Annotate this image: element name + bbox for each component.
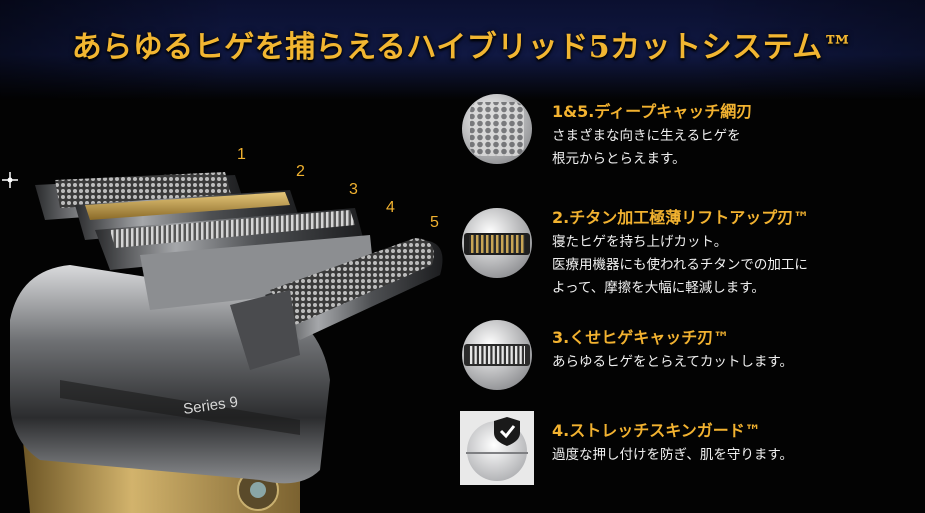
titanium-lift-blade-icon xyxy=(460,206,534,280)
feature-desc-kuse-catch: あらゆるヒゲをとらえてカットします。 xyxy=(552,351,793,374)
blade-number-4: 4 xyxy=(386,199,395,216)
skin-guard-check-icon xyxy=(460,411,534,485)
mesh-foil-icon xyxy=(460,92,534,166)
comb-trimmer-icon xyxy=(460,318,534,392)
feature-desc-deep-catch: さまざまな向きに生えるヒゲを 根元からとらえます。 xyxy=(552,125,741,171)
feature-item-titanium-lift: 2.チタン加工極薄リフトアップ刃™ 寝たヒゲを持ち上げカット。 医療用機器にも使… xyxy=(460,198,920,308)
feature-desc-line: 医療用機器にも使われるチタンでの加工に xyxy=(552,257,808,273)
feature-title-titanium-lift: 2.チタン加工極薄リフトアップ刃™ xyxy=(552,208,810,227)
feature-title-deep-catch: 1&5.ディープキャッチ網刃 xyxy=(552,102,753,121)
feature-desc-line: よって、摩擦を大幅に軽減します。 xyxy=(552,280,765,296)
feature-title-kuse-catch: 3.くせヒゲキャッチ刃™ xyxy=(552,328,730,347)
blade-number-1: 1 xyxy=(237,146,246,163)
feature-item-kuse-catch: 3.くせヒゲキャッチ刃™ あらゆるヒゲをとらえてカットします。 xyxy=(460,318,920,398)
feature-desc-line: 寝たヒゲを持ち上げカット。 xyxy=(552,234,728,250)
blade-number-2: 2 xyxy=(296,163,305,180)
feature-desc-line: 根元からとらえます。 xyxy=(552,151,686,167)
feature-item-deep-catch: 1&5.ディープキャッチ網刃 さまざまな向きに生えるヒゲを 根元からとらえます。 xyxy=(460,92,920,172)
page-title: あらゆるヒゲを捕らえるハイブリッド5カットシステム™ xyxy=(71,30,854,65)
feature-title-skin-guard: 4.ストレッチスキンガード™ xyxy=(552,421,761,440)
blade-number-3: 3 xyxy=(349,181,358,198)
feature-item-skin-guard: 4.ストレッチスキンガード™ 過度な押し付けを防ぎ、肌を守ります。 xyxy=(460,411,920,491)
feature-desc-titanium-lift: 寝たヒゲを持ち上げカット。 医療用機器にも使われるチタンでの加工に よって、摩擦… xyxy=(552,231,808,300)
feature-desc-skin-guard: 過度な押し付けを防ぎ、肌を守ります。 xyxy=(552,444,793,467)
feature-desc-line: 過度な押し付けを防ぎ、肌を守ります。 xyxy=(552,447,793,463)
feature-desc-line: さまざまな向きに生えるヒゲを xyxy=(552,128,741,144)
blade-number-5: 5 xyxy=(430,214,439,231)
feature-desc-line: あらゆるヒゲをとらえてカットします。 xyxy=(552,354,793,370)
shaver-head-illustration: Series 9 xyxy=(2,172,443,513)
header-band xyxy=(0,0,925,100)
